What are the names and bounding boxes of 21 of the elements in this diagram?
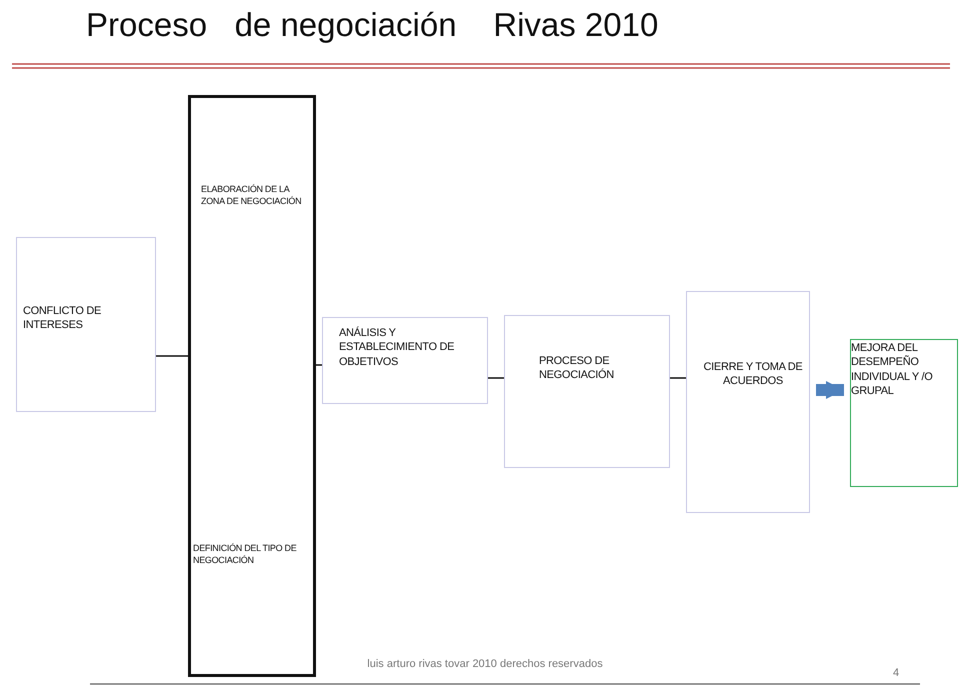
process-box [686, 291, 810, 513]
box-label: MEJORA DEL DESEMPEÑO INDIVIDUAL Y /O GRUPAL [851, 341, 934, 398]
process-box [188, 95, 316, 677]
arrow [816, 381, 844, 399]
process-box [850, 339, 958, 487]
connector-line [670, 377, 686, 379]
process-box [322, 317, 488, 404]
box-label: ELABORACIÓN DE LA ZONA DE NEGOCIACIÓN [201, 184, 302, 208]
process-box [504, 315, 670, 468]
title: Proceso de negociación Rivas 2010 [86, 6, 658, 44]
page-number: 4 [893, 667, 900, 679]
connector-line [156, 355, 188, 357]
footer-note: luis arturo rivas tovar 2010 derechos reservados [366, 658, 604, 670]
process-box [16, 237, 156, 412]
box-label: PROCESO DE NEGOCIACIÓN [539, 354, 615, 383]
connector-line [488, 377, 504, 379]
box-label: CIERRE Y TOMA DE ACUERDOS [703, 360, 803, 389]
connector-line [316, 364, 322, 366]
box-label: DEFINICIÓN DEL TIPO DE NEGOCIACIÓN [193, 543, 298, 566]
box-label: ANÁLISIS Y ESTABLECIMIENTO DE OBJETIVOS [339, 326, 456, 369]
box-label: CONFLICTO DE INTERESES [23, 304, 102, 333]
